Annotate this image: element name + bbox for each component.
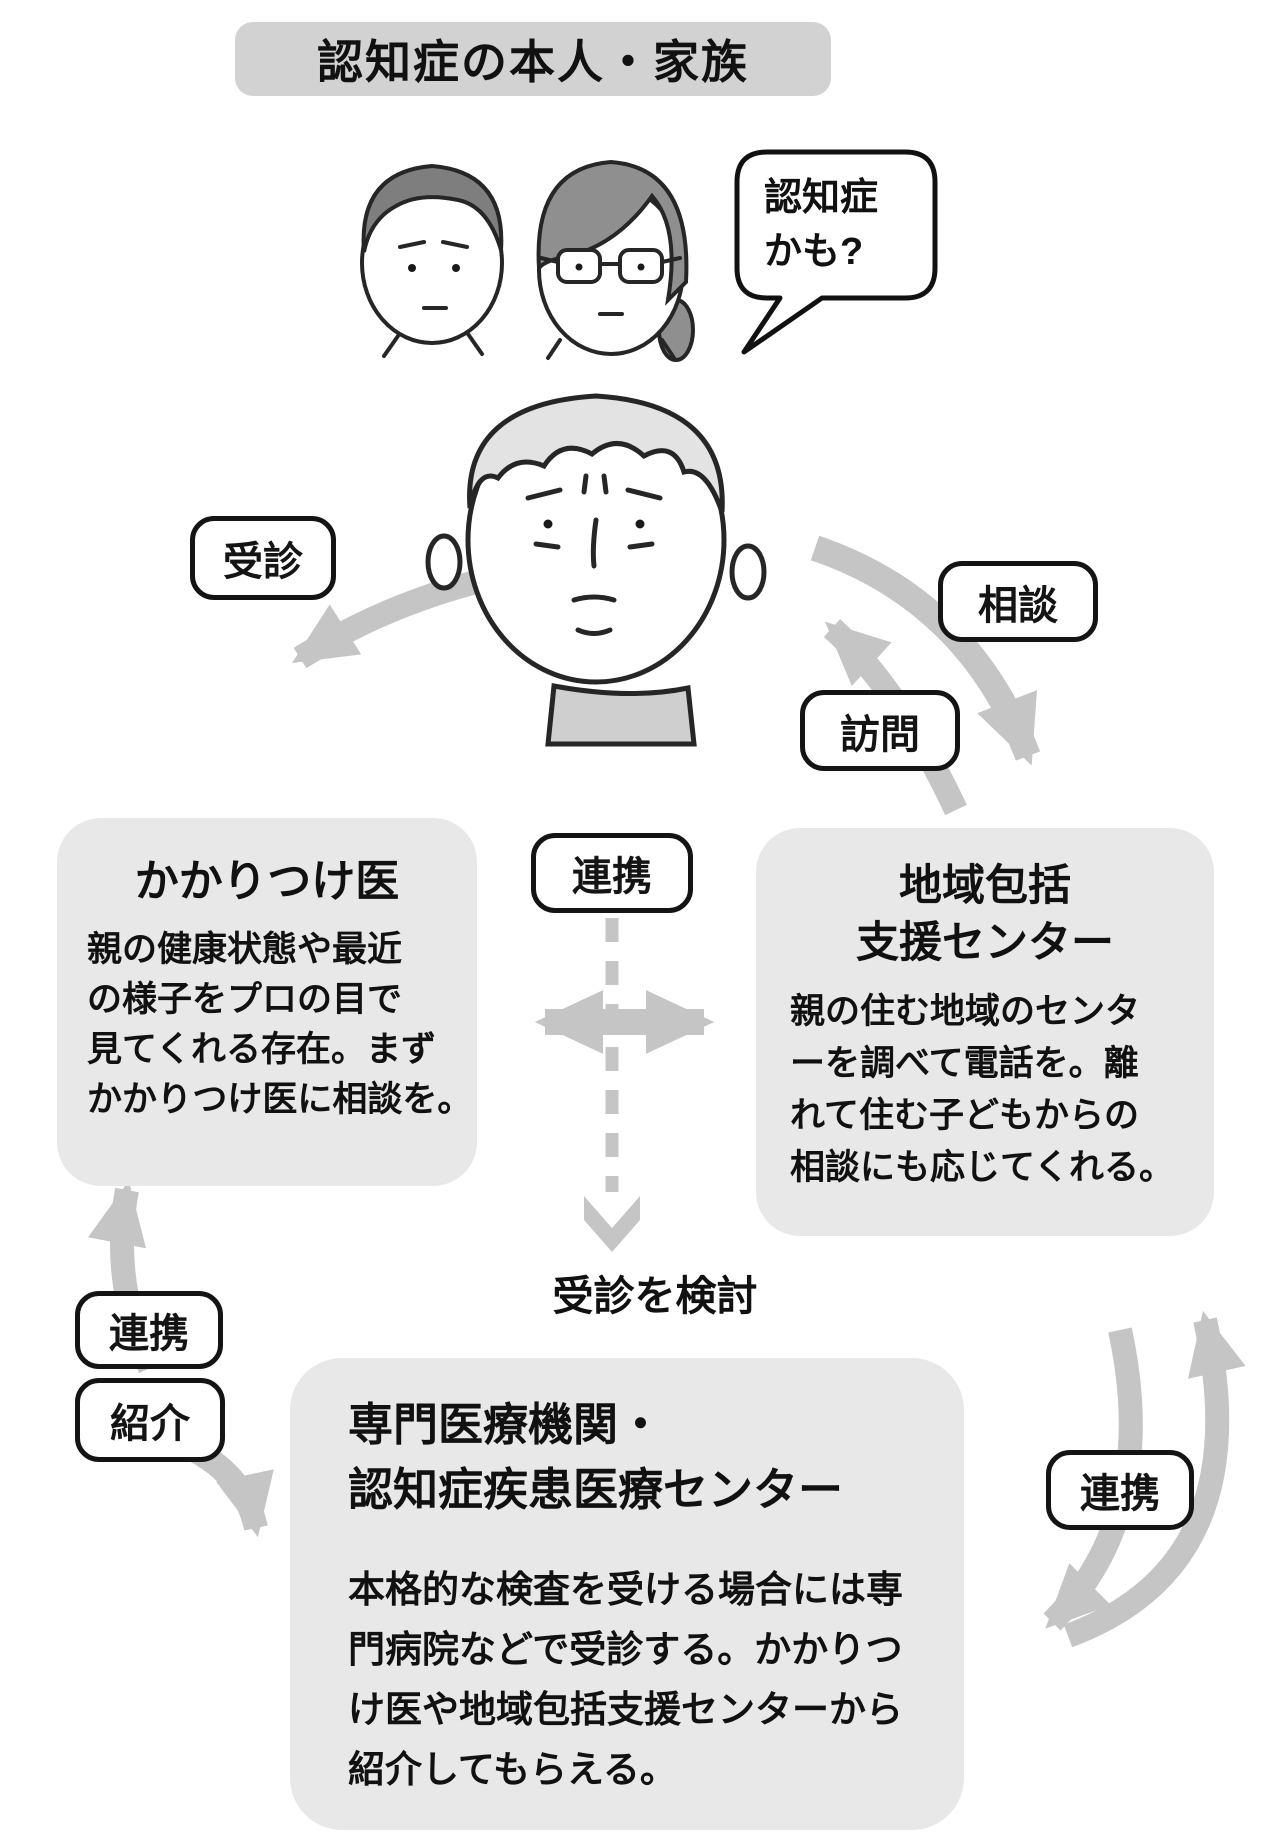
specialist-title-line: 認知症疾患医療センター bbox=[348, 1464, 844, 1515]
homon-text: 訪問 bbox=[840, 712, 920, 757]
specialist-body-line: け医や地域包括支援センターから bbox=[348, 1689, 903, 1730]
specialist-title: 専門医療機関・ 認知症疾患医療センター bbox=[348, 1392, 964, 1522]
renkei-center-text: 連携 bbox=[572, 855, 652, 899]
community-center-body-line: ーを調べて電話を。離 bbox=[790, 1043, 1139, 1083]
renkei-right-text: 連携 bbox=[1080, 1472, 1160, 1516]
sodan-label: 相談 bbox=[938, 561, 1098, 642]
community-center-box: 地域包括 支援センター 親の住む地域のセンタ ーを調べて電話を。離 れて住む子ど… bbox=[756, 828, 1214, 1236]
renkei-center-label: 連携 bbox=[531, 833, 693, 913]
renkei-left-text: 連携 bbox=[109, 1312, 189, 1356]
specialist-body: 本格的な検査を受ける場合には専 門病院などで受診する。かかりつ け医や地域包括支… bbox=[348, 1560, 964, 1800]
community-center-title-line: 地域包括 bbox=[899, 862, 1071, 910]
community-center-title-line: 支援センター bbox=[856, 918, 1114, 967]
elder-illustration bbox=[425, 393, 767, 747]
family-doctor-title: かかりつけ医 bbox=[134, 857, 400, 906]
family-woman-illustration bbox=[536, 159, 695, 362]
family-doctor-body-line: 親の健康状態や最近 bbox=[87, 929, 403, 969]
sodan-text: 相談 bbox=[978, 583, 1058, 628]
jushin-label: 受診 bbox=[190, 516, 336, 600]
specialist-body-line: 本格的な検査を受ける場合には専 bbox=[348, 1569, 903, 1610]
speech-bubble bbox=[734, 149, 938, 355]
speech-bubble-text: 認知症 かも? bbox=[764, 172, 934, 280]
community-center-body: 親の住む地域のセンタ ーを調べて電話を。離 れて住む子どもからの 相談にも応じて… bbox=[790, 986, 1214, 1194]
family-doctor-body: 親の健康状態や最近 の様子をプロの目で 見てくれる存在。まず かかりつけ医に相談… bbox=[87, 925, 477, 1125]
specialist-box: 専門医療機関・ 認知症疾患医療センター 本格的な検査を受ける場合には専 門病院な… bbox=[290, 1358, 964, 1830]
specialist-body-line: 門病院などで受診する。かかりつ bbox=[348, 1629, 903, 1670]
jushin-text: 受診 bbox=[223, 540, 303, 584]
family-doctor-body-line: 見てくれる存在。まず bbox=[87, 1029, 436, 1069]
speech-line-2: かも? bbox=[764, 230, 864, 273]
title-banner: 認知症の本人・家族 bbox=[235, 22, 831, 96]
renkei-right-label: 連携 bbox=[1046, 1450, 1194, 1530]
family-doctor-body-line: かかりつけ医に相談を。 bbox=[87, 1079, 473, 1119]
community-center-body-line: れて住む子どもからの bbox=[790, 1095, 1139, 1135]
consider-arrowhead bbox=[584, 1196, 640, 1252]
family-man-illustration bbox=[360, 163, 504, 358]
renkei-left-label: 連携 bbox=[75, 1291, 223, 1369]
community-center-body-line: 相談にも応じてくれる。 bbox=[790, 1147, 1174, 1187]
title-text: 認知症の本人・家族 bbox=[317, 36, 749, 88]
community-center-title: 地域包括 支援センター bbox=[756, 858, 1214, 972]
homon-label: 訪問 bbox=[800, 690, 960, 771]
consider-label: 受診を検討 bbox=[552, 1273, 758, 1319]
shokai-label: 紹介 bbox=[75, 1378, 225, 1462]
specialist-title-line: 専門医療機関・ bbox=[348, 1399, 664, 1450]
family-doctor-body-line: の様子をプロの目で bbox=[87, 979, 403, 1019]
specialist-body-line: 紹介してもらえる。 bbox=[348, 1749, 677, 1790]
community-center-body-line: 親の住む地域のセンタ bbox=[790, 991, 1141, 1031]
right-up-arrow bbox=[1063, 1310, 1246, 1648]
shokai-text: 紹介 bbox=[110, 1402, 190, 1446]
speech-line-1: 認知症 bbox=[764, 177, 879, 219]
family-doctor-box: かかりつけ医 親の健康状態や最近 の様子をプロの目で 見てくれる存在。まず かか… bbox=[57, 818, 477, 1186]
